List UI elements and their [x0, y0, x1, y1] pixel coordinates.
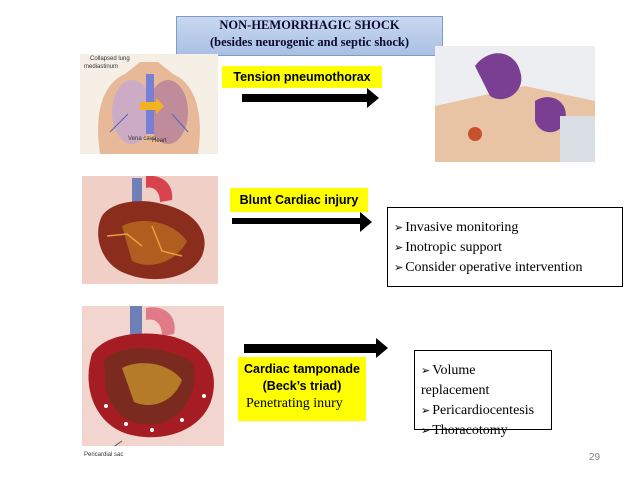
arrow-tension	[242, 88, 379, 108]
tamponade-management-box: Volume replacement Pericardiocentesis Th…	[414, 350, 552, 438]
tamponade-item-3: Thoracotomy	[421, 421, 545, 441]
tamponade-note: Penetrating inury	[246, 396, 343, 411]
chest-anatomy-illustration	[80, 54, 218, 154]
arrow-blunt	[232, 212, 372, 232]
label-tension-pneumothorax: Tension pneumothorax	[222, 66, 382, 88]
label-pericardial-sac: Pericardial sac	[84, 452, 124, 458]
page-number: 29	[589, 452, 601, 463]
label-collapsed-lung: Collapsed lung	[90, 56, 130, 62]
slide-title: NON-HEMORRHAGIC SHOCK (besides neurogeni…	[176, 16, 443, 56]
heart-tamponade-illustration	[82, 306, 224, 446]
label-mediastinum: mediastinum	[84, 64, 119, 70]
arrow-tamponade	[244, 338, 388, 358]
tamponade-line-1: Cardiac tamponade	[238, 361, 366, 378]
heart-contusion-illustration	[82, 176, 218, 284]
procedure-photo	[435, 46, 595, 162]
label-cardiac-tamponade: Cardiac tamponade (Beck’s triad) Penetra…	[238, 357, 366, 421]
tamponade-line-2: (Beck’s triad)	[238, 378, 366, 395]
blunt-management-box: Invasive monitoring Inotropic support Co…	[387, 207, 623, 287]
title-line-2: (besides neurogenic and septic shock)	[209, 35, 410, 49]
blunt-item-2: Inotropic support	[394, 238, 616, 258]
label-vena-cava: Vena cava	[128, 136, 157, 142]
blunt-item-1: Invasive monitoring	[394, 218, 616, 238]
tamponade-item-1: Volume replacement	[421, 361, 545, 401]
label-heart: Heart	[152, 138, 167, 144]
label-blunt-cardiac-injury: Blunt Cardiac injury	[230, 188, 368, 212]
blunt-item-3: Consider operative intervention	[394, 258, 616, 278]
title-line-1: NON-HEMORRHAGIC SHOCK	[219, 18, 400, 32]
tamponade-item-2: Pericardiocentesis	[421, 401, 545, 421]
